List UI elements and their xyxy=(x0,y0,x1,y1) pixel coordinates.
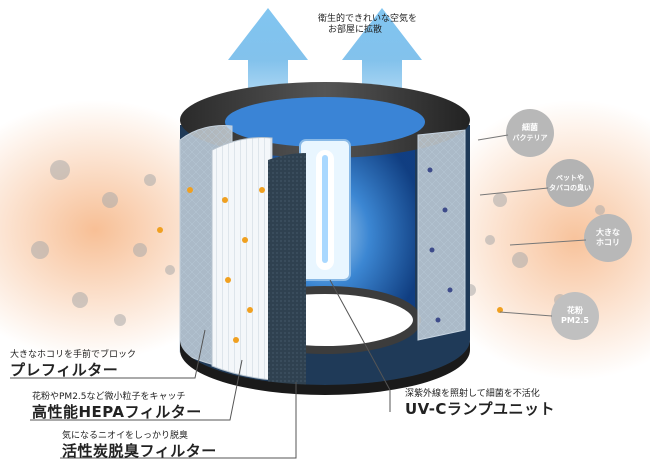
bubble-label-dust: 大きなホコリ xyxy=(596,228,620,247)
bubble-dust xyxy=(584,214,632,262)
layer-hepa xyxy=(211,137,273,381)
carbon-name: 活性炭脱臭フィルター xyxy=(62,442,217,460)
hepa-name: 高性能HEPAフィルター xyxy=(32,403,202,421)
bubble-pollen xyxy=(551,292,599,340)
right-filter-particles xyxy=(427,167,453,323)
top-caption: 衛生的できれいな空気を お部屋に拡散 xyxy=(318,14,417,36)
layer-carbon xyxy=(268,153,306,388)
pollen-dots xyxy=(157,187,503,343)
carbon-description: 気になるニオイをしっかり脱臭 xyxy=(62,431,189,441)
bubble-label-bacteria: 細菌バクテリア xyxy=(512,123,548,142)
right-prefilter xyxy=(417,129,466,341)
uvc-name: UV-Cランプユニット xyxy=(405,400,555,418)
bubble-bacteria xyxy=(506,109,554,157)
bubble-odor xyxy=(546,159,594,207)
top-caption-line1: 衛生的できれいな空気を xyxy=(318,14,418,24)
hepa-description: 花粉やPM2.5など微小粒子をキャッチ xyxy=(32,392,186,402)
top-caption-line2: お部屋に拡散 xyxy=(328,25,383,35)
bottom-lip xyxy=(180,340,470,395)
prefilter-description: 大きなホコリを手前でブロック xyxy=(10,350,137,360)
leader-lines xyxy=(10,279,391,459)
bubble-label-odor: ペットやタバコの臭い xyxy=(549,174,591,192)
top-opening xyxy=(225,97,425,147)
particle-bubbles xyxy=(477,109,632,340)
uvc-description: 深紫外線を照射して細菌を不活化 xyxy=(405,389,540,399)
prefilter-name: プレフィルター xyxy=(10,361,119,379)
uv-lamp xyxy=(299,139,351,281)
